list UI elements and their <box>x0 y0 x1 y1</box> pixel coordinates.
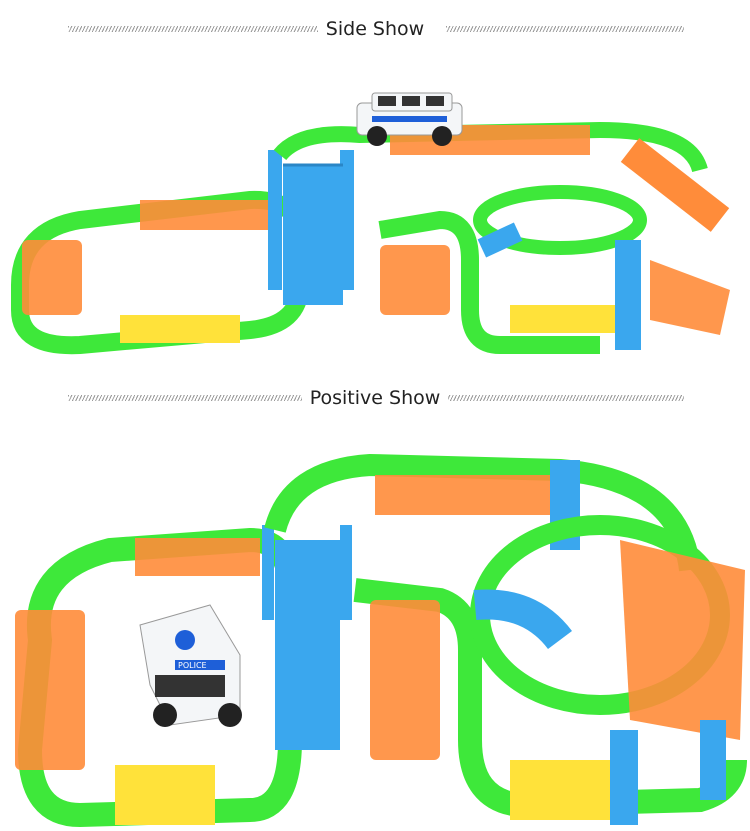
right-loop-track <box>378 185 730 354</box>
police-car: POLICE <box>139 604 242 727</box>
header-decoration-right <box>446 26 684 32</box>
section-header-positive-show: Positive Show <box>0 384 750 414</box>
center-ramp <box>262 525 352 750</box>
section-title: Side Show <box>0 15 750 43</box>
right-loop-track <box>353 515 747 825</box>
header-decoration-right <box>446 395 684 401</box>
section-header-side-show: Side Show <box>0 15 750 45</box>
left-loop-track <box>11 190 309 355</box>
section-title: Positive Show <box>0 384 750 412</box>
police-car <box>356 92 463 146</box>
side-view-photo <box>11 92 730 355</box>
header-decoration-left <box>68 395 308 401</box>
center-ramp <box>268 150 354 305</box>
header-decoration-left <box>68 26 318 32</box>
car-label: POLICE <box>178 661 207 670</box>
positive-view-photo: POLICE <box>15 453 747 828</box>
upper-bridge-track <box>273 121 730 232</box>
